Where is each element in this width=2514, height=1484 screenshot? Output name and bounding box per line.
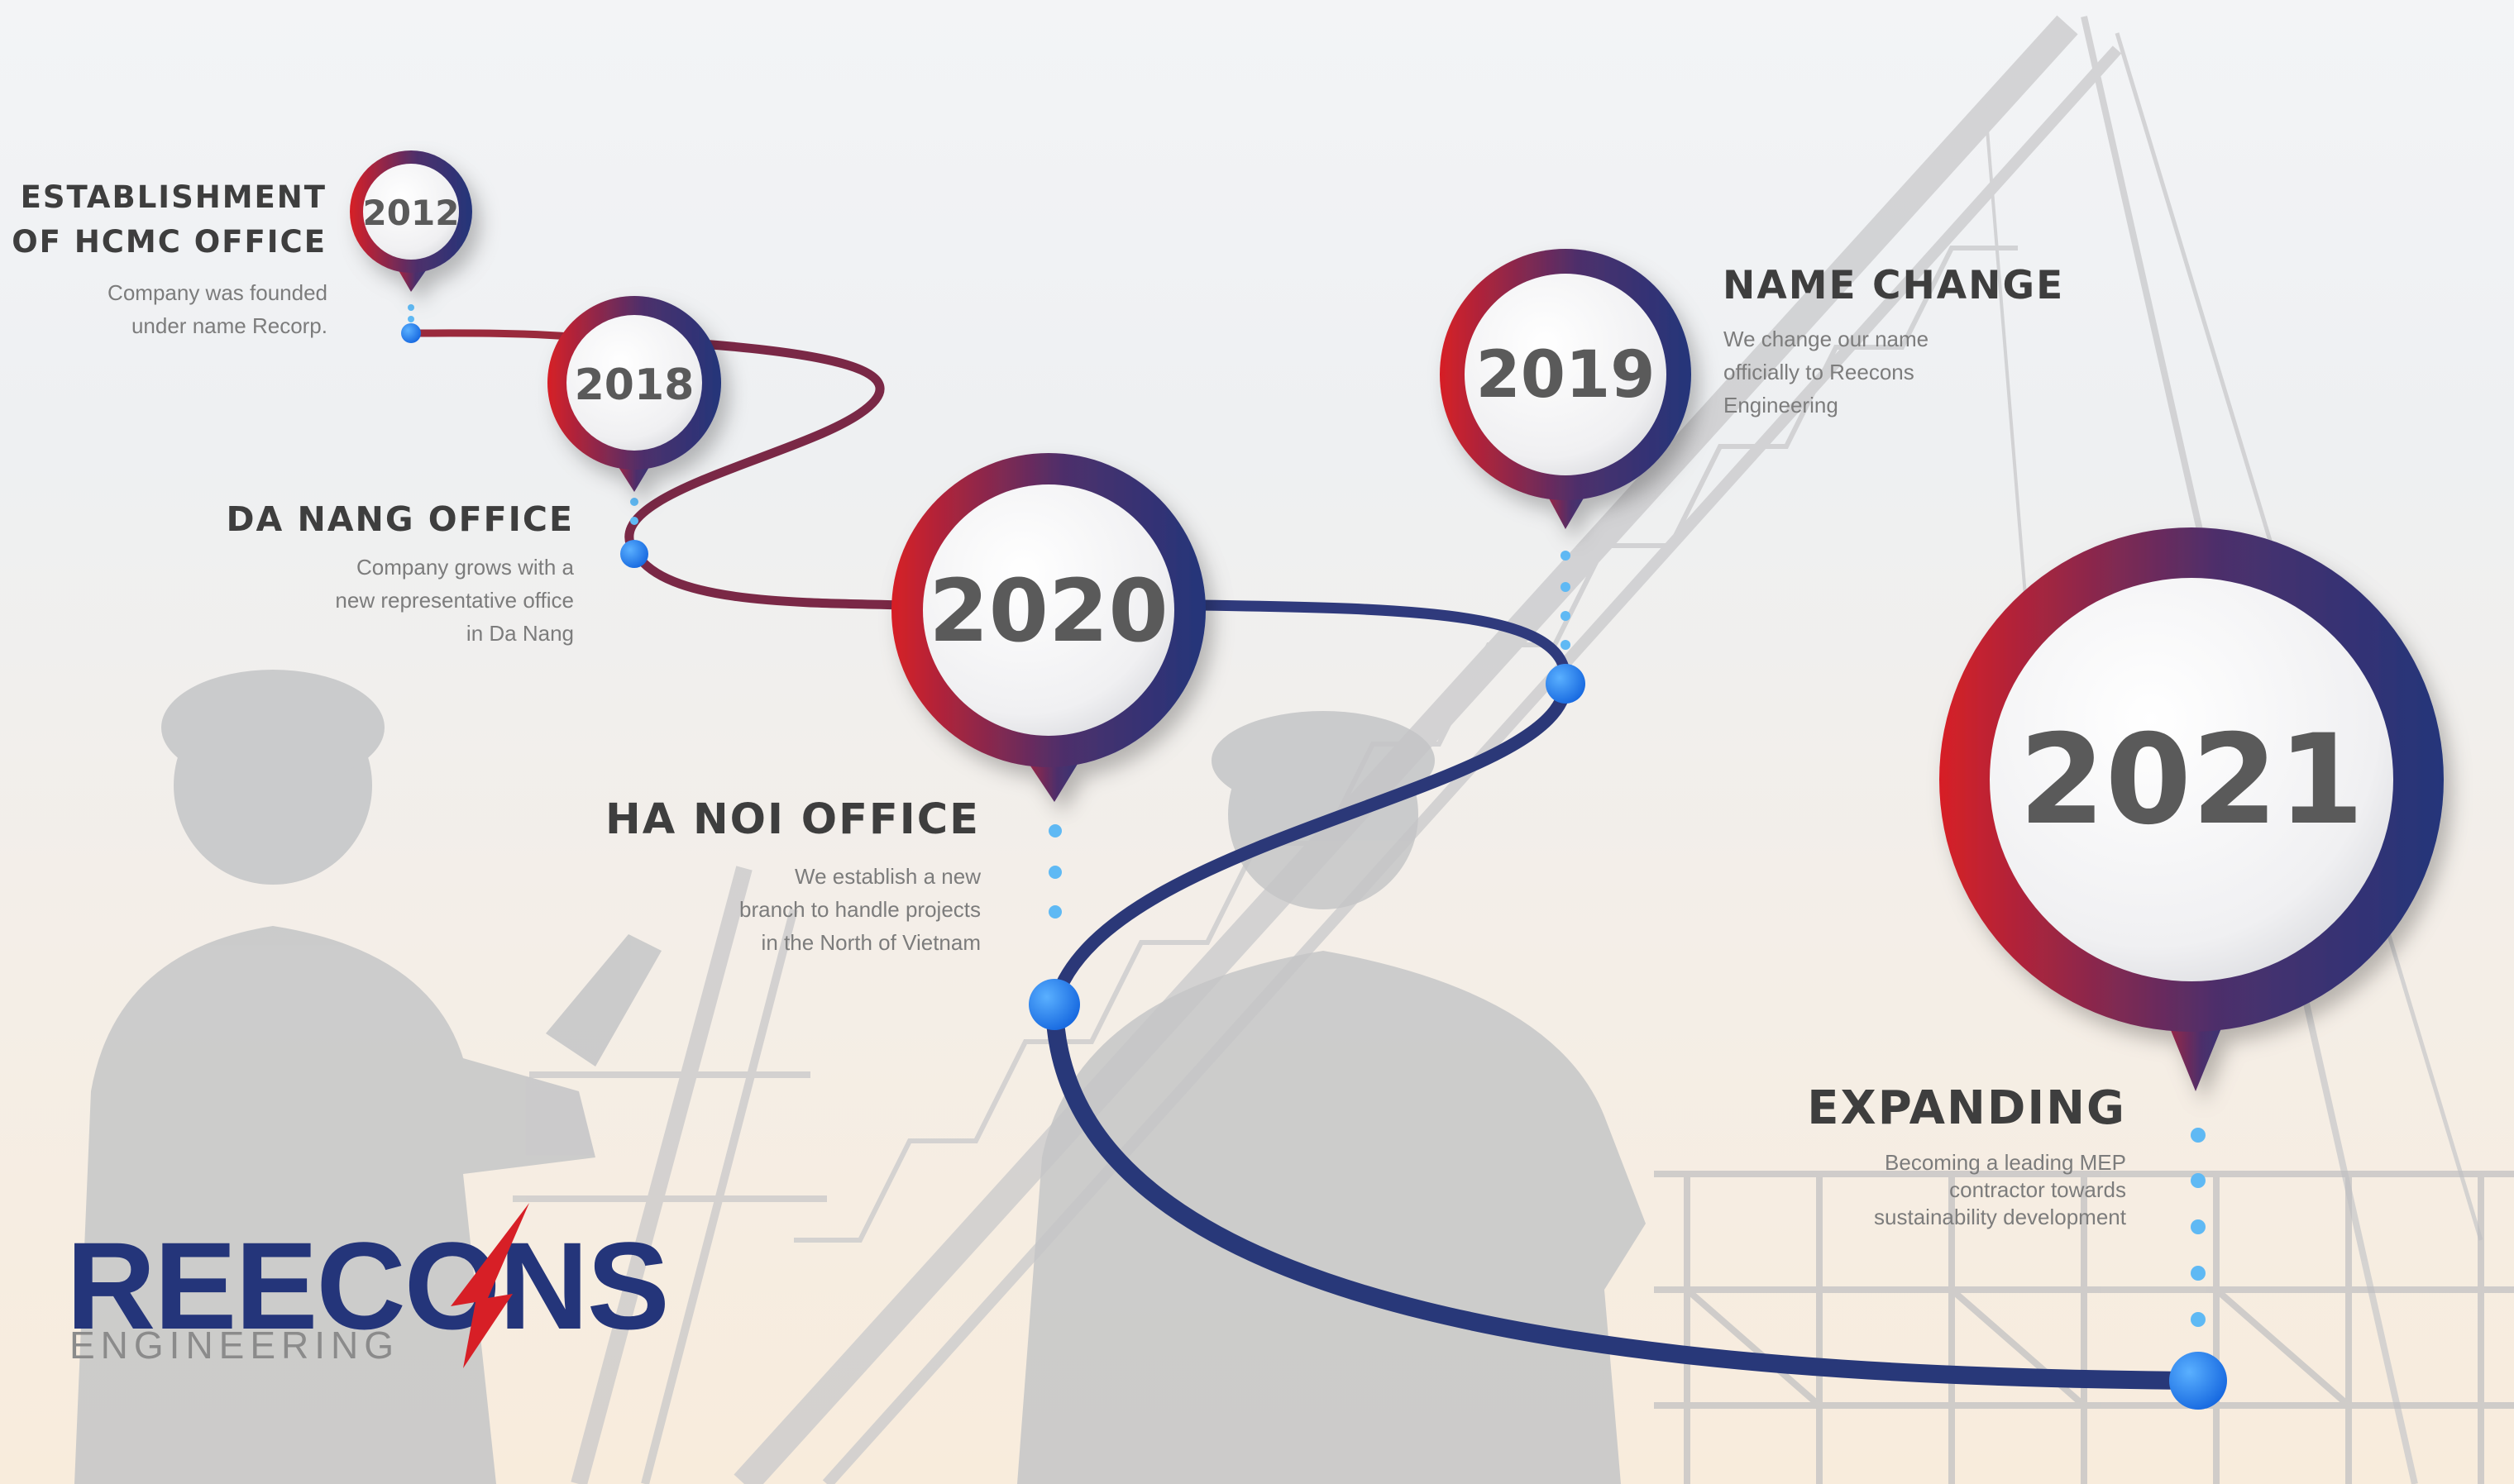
road-segment-2019-2020-branch — [1048, 677, 1572, 1011]
year-label-2019: 2019 — [1475, 338, 1655, 413]
worker-left-silhouette-icon — [74, 670, 662, 1484]
dotted-connectors — [408, 304, 2206, 1327]
milestone-dot-2019 — [1546, 664, 1585, 704]
year-label-2021: 2021 — [2019, 709, 2363, 852]
milestone-dot-2021 — [2169, 1352, 2227, 1410]
event-title-ha-noi-office: HA NOI OFFICE — [605, 795, 980, 844]
year-pin-2019: 2019 — [1440, 249, 1691, 529]
road-segment-2020-2019 — [1193, 599, 1571, 690]
event-desc-ha-noi-office: We establish a new branch to handle proj… — [739, 864, 981, 955]
milestone-dot-2018 — [620, 540, 648, 568]
worker-right-silhouette-icon — [1017, 711, 1646, 1484]
year-pin-2020: 2020 — [891, 453, 1206, 802]
milestone-dots — [401, 323, 2227, 1410]
road-segment-to-2021 — [1045, 995, 2207, 1390]
year-label-2012: 2012 — [363, 193, 460, 233]
left-crane-silhouette-icon — [513, 866, 827, 1484]
logo-lightning-icon — [451, 1203, 529, 1368]
milestone-dot-2020 — [1029, 979, 1080, 1030]
year-label-2020: 2020 — [929, 561, 1168, 661]
event-desc-hcmc-office: Company was founded under name Recorp. — [108, 280, 327, 338]
event-title-da-nang-office: DA NANG OFFICE — [226, 499, 574, 539]
milestone-dot-2012 — [401, 323, 421, 343]
road-segment-2012-2018 — [407, 329, 575, 341]
event-desc-name-change: We change our name officially to Reecons… — [1723, 327, 1929, 418]
logo-subtitle: ENGINEERING — [69, 1324, 400, 1367]
event-desc-da-nang-office: Company grows with a new representative … — [335, 555, 574, 646]
event-title-hcmc-office: ESTABLISHMENT OF HCMC OFFICE — [12, 179, 327, 260]
logo-wordmark: REECONS — [66, 1216, 670, 1355]
event-title-expanding: EXPANDING — [1807, 1081, 2126, 1135]
year-pin-2018: 2018 — [547, 296, 721, 492]
event-title-name-change: NAME CHANGE — [1723, 263, 2065, 308]
road-segment-2018-2020 — [566, 332, 915, 610]
year-label-2018: 2018 — [575, 360, 695, 410]
year-pin-2021: 2021 — [1939, 527, 2444, 1091]
year-pin-2012: 2012 — [350, 150, 472, 292]
event-desc-expanding: Becoming a leading MEP contractor toward… — [1874, 1150, 2126, 1229]
